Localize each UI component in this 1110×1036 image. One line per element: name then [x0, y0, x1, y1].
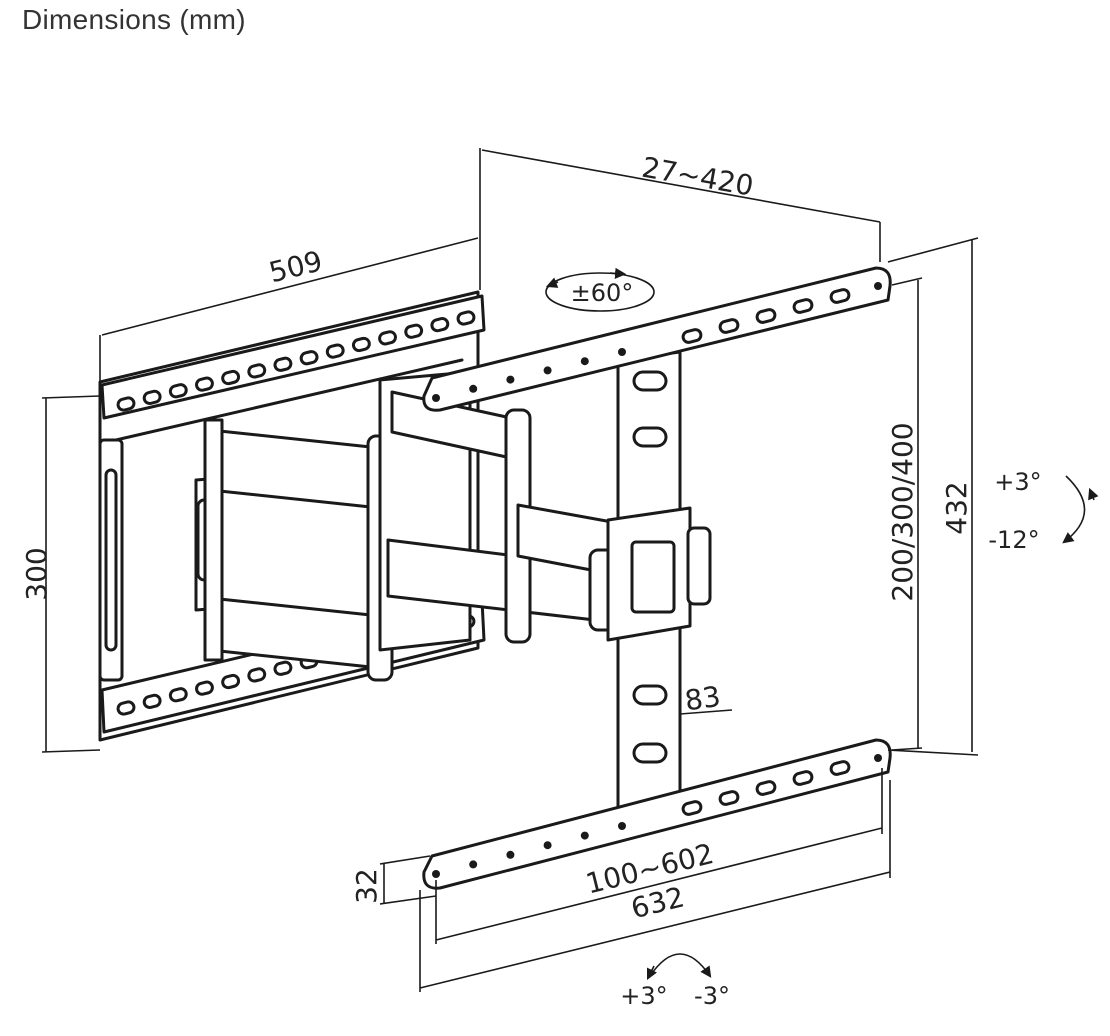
rail-height-label: 32: [350, 868, 383, 904]
dimension-lines: [41, 148, 979, 992]
rail-slot: [829, 760, 851, 776]
rotation-arrows: [545, 267, 1099, 981]
rail-slot: [792, 770, 814, 786]
wall-plate-slot: [378, 330, 397, 346]
wall-plate-slot: [456, 310, 476, 326]
rail-holes: [432, 282, 882, 878]
rail-hole: [506, 850, 515, 859]
rail-hole: [874, 754, 882, 762]
rail-hole: [506, 375, 515, 384]
wall-plate-slot: [195, 376, 214, 392]
wall-plate-slot: [404, 323, 424, 339]
rail-hole: [618, 348, 626, 356]
rail-slot: [829, 288, 851, 304]
wall-plate-slot: [299, 350, 319, 366]
rail-hole: [432, 870, 440, 878]
wall-plate-slot: [168, 383, 188, 399]
rail-hole: [580, 831, 589, 840]
rail-slot: [755, 308, 777, 324]
wall-plate-slot: [430, 317, 450, 333]
rail-hole: [874, 282, 882, 290]
wall-plate-slot: [221, 673, 241, 690]
wall-plate-slot: [273, 660, 293, 676]
wall-plate-slot: [116, 700, 136, 716]
wall-plate-slot: [195, 680, 214, 696]
rail-slot: [792, 298, 814, 314]
wall-plate-slot: [168, 687, 188, 703]
swivel-label: ±60°: [571, 279, 634, 307]
rail-hole: [580, 357, 589, 366]
rail-hole: [618, 822, 626, 830]
rail-slot: [755, 780, 777, 796]
wall-plate-slot: [247, 667, 267, 683]
rail-slot: [681, 328, 703, 344]
extension-label: 27~420: [639, 151, 756, 203]
tilt-down-label: -12°: [988, 526, 1039, 554]
wall-plate-slot: [273, 356, 293, 372]
page-title: Dimensions (mm): [22, 4, 246, 35]
rail-hole: [432, 394, 440, 402]
rail-slot: [681, 800, 703, 816]
wall-plate-slot: [325, 343, 345, 359]
rail-hole: [469, 384, 478, 393]
rail-slot: [718, 318, 740, 334]
wall-plate-slot: [116, 396, 136, 412]
rail-hole: [543, 841, 552, 850]
tv-bracket: [606, 350, 712, 810]
vesa-vertical-label: 200/300/400: [886, 422, 919, 601]
wall-plate-slot: [247, 363, 267, 379]
wall-plate-width-label: 509: [266, 244, 326, 289]
level-minus-label: -3°: [694, 982, 730, 1010]
bottom-rail: [422, 738, 892, 890]
rail-slot: [718, 790, 740, 806]
tilt-up-label: +3°: [994, 468, 1041, 496]
wall-plate-slot: [142, 693, 162, 709]
rail-hole: [469, 860, 478, 869]
wall-plate-slot: [351, 336, 371, 353]
level-plus-label: +3°: [620, 982, 667, 1010]
bracket-height-label: 432: [940, 481, 973, 534]
wall-plate-slot: [142, 389, 162, 405]
wall-plate-height-label: 300: [20, 547, 53, 600]
top-rail: [422, 266, 892, 412]
arm-width-label: 83: [683, 680, 723, 718]
rail-hole: [543, 366, 552, 375]
wall-plate-slot: [221, 369, 241, 386]
